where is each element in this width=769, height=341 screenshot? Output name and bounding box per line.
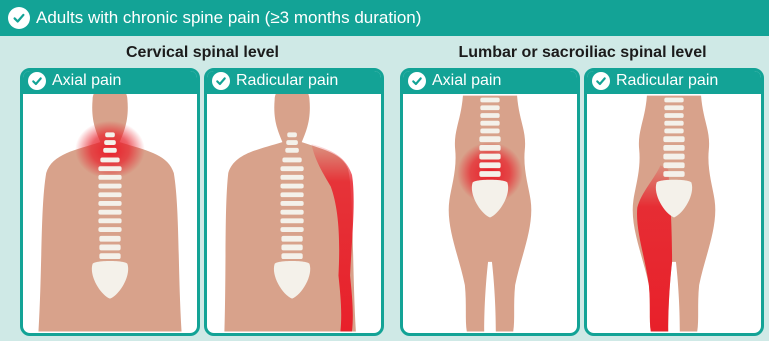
group-title-cervical: Cervical spinal level <box>20 44 385 62</box>
check-circle-icon <box>592 72 610 90</box>
panel-label: Radicular pain <box>616 72 718 90</box>
check-circle-icon <box>8 7 30 29</box>
panel-lumbar-radicular: Radicular pain <box>584 68 764 336</box>
panel-cervical-radicular: Radicular pain <box>204 68 384 336</box>
back-torso-figure <box>23 71 197 333</box>
full-body-figure <box>403 71 577 333</box>
panel-tab: Radicular pain <box>204 68 384 94</box>
check-circle-icon <box>408 72 426 90</box>
panel-label: Radicular pain <box>236 72 338 90</box>
panel-tab: Radicular pain <box>584 68 764 94</box>
back-torso-figure <box>207 71 381 333</box>
panel-tab: Axial pain <box>20 68 200 94</box>
panel-label: Axial pain <box>52 72 121 90</box>
check-circle-icon <box>212 72 230 90</box>
population-header: Adults with chronic spine pain (≥3 month… <box>0 0 769 36</box>
panel-label: Axial pain <box>432 72 501 90</box>
check-circle-icon <box>28 72 46 90</box>
panel-lumbar-axial: Axial pain <box>400 68 580 336</box>
full-body-figure <box>587 71 761 333</box>
header-title: Adults with chronic spine pain (≥3 month… <box>36 8 421 28</box>
panel-cervical-axial: Axial pain <box>20 68 200 336</box>
group-title-lumbar: Lumbar or sacroiliac spinal level <box>400 44 765 62</box>
panel-tab: Axial pain <box>400 68 580 94</box>
